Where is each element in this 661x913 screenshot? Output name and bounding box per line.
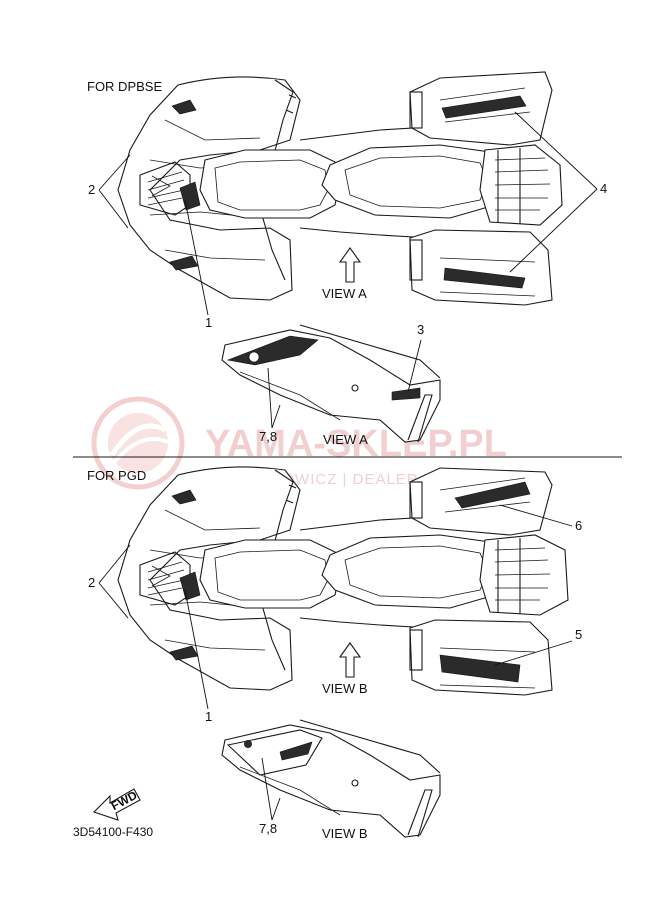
rear-decal-lower bbox=[439, 654, 521, 683]
model-decal-a bbox=[391, 387, 421, 401]
rear-decal-upper bbox=[441, 95, 527, 119]
section-title: FOR PGD bbox=[87, 468, 146, 483]
detail-view-b-label: VIEW B bbox=[322, 826, 368, 841]
side-decal-b bbox=[226, 729, 323, 776]
fuel-tank bbox=[199, 539, 341, 609]
section-dpbse: FOR DPBSE bbox=[87, 71, 607, 447]
callout-2: 2 bbox=[88, 575, 95, 590]
callouts-detail-b: 7,8 bbox=[259, 757, 281, 836]
callouts-bottom: 2 1 6 5 bbox=[88, 504, 582, 724]
detail-view-a bbox=[221, 324, 441, 443]
rear-fender-lower bbox=[409, 619, 553, 696]
callout-4: 4 bbox=[600, 181, 607, 196]
view-a-arrow bbox=[338, 247, 362, 283]
front-decal-center bbox=[179, 181, 201, 211]
callout-7-8: 7,8 bbox=[259, 429, 277, 444]
callout-1: 1 bbox=[205, 709, 212, 724]
view-b-arrow bbox=[338, 642, 362, 678]
fwd-arrow-icon: FWD bbox=[92, 788, 141, 821]
watermark-brand: YAMA-SKLEP.PL bbox=[205, 423, 507, 465]
callout-7-8: 7,8 bbox=[259, 821, 277, 836]
callout-5: 5 bbox=[575, 627, 582, 642]
part-code: 3D54100-F430 bbox=[73, 825, 153, 839]
front-decal-center bbox=[179, 571, 201, 601]
front-decal-upper bbox=[171, 489, 197, 505]
callout-3: 3 bbox=[417, 322, 424, 337]
section-title: FOR DPBSE bbox=[87, 79, 162, 94]
callout-6: 6 bbox=[575, 518, 582, 533]
callout-2: 2 bbox=[88, 182, 95, 197]
rear-decal-lower bbox=[443, 267, 526, 289]
view-b-label: VIEW B bbox=[322, 681, 368, 696]
rear-decal-upper bbox=[454, 481, 531, 509]
callouts-detail-a: 3 7,8 bbox=[259, 322, 424, 444]
callout-1: 1 bbox=[205, 315, 212, 330]
section-pgd: FOR PGD bbox=[87, 466, 582, 841]
rear-rack bbox=[479, 144, 563, 226]
atv-top-view bbox=[117, 466, 569, 696]
fuel-tank bbox=[199, 149, 341, 219]
detail-view-b bbox=[221, 719, 441, 838]
atv-top-view bbox=[117, 71, 563, 306]
detail-view-a-label: VIEW A bbox=[323, 432, 368, 447]
rear-rack bbox=[479, 534, 569, 616]
watermark-logo-icon bbox=[91, 396, 185, 490]
callouts-top: 2 1 4 bbox=[88, 111, 607, 330]
view-a-label: VIEW A bbox=[322, 286, 367, 301]
front-decal-upper bbox=[171, 99, 197, 115]
